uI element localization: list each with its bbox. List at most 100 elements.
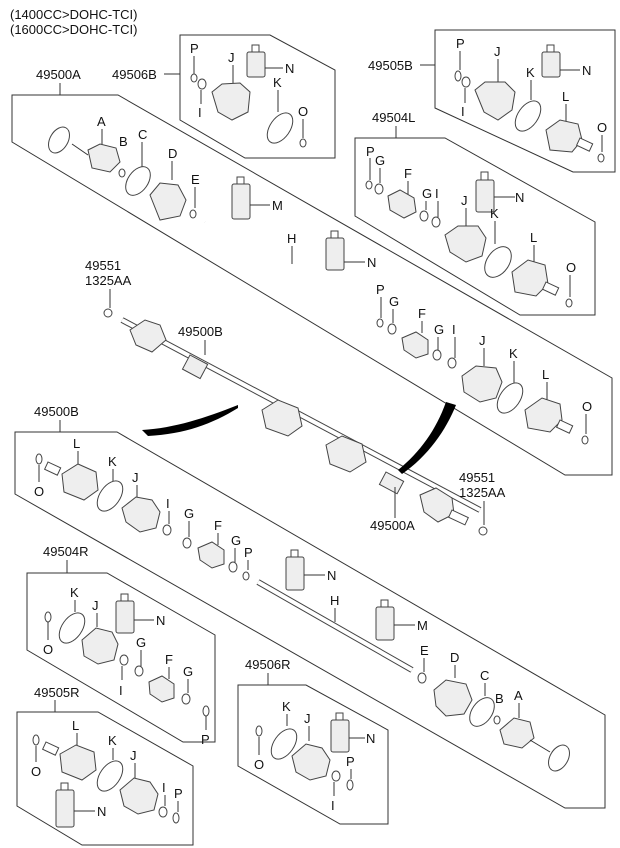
part-J-boot	[461, 365, 503, 403]
nut-part-no-bottom[interactable]: 49551	[459, 470, 495, 485]
part-J-boot	[291, 743, 331, 781]
part-C-band	[125, 166, 151, 196]
part-label-J: J	[132, 470, 139, 485]
assembled-drive-shaft[interactable]: 49551 1325AA 49500B 49500A 49551 1325AA	[85, 258, 506, 536]
part-label-D: D	[168, 146, 177, 161]
part-label-I: I	[166, 496, 170, 511]
part-label-H: H	[287, 231, 296, 246]
shaft-49500A-label[interactable]: 49500A	[370, 518, 415, 533]
part-label-O: O	[298, 104, 308, 119]
part-label-P: P	[376, 282, 385, 297]
shaft-a-damper	[378, 471, 405, 495]
kit-49506R-label[interactable]: 49506R	[245, 657, 291, 672]
part-label-M: M	[272, 198, 283, 213]
part-I-clamp	[197, 78, 207, 90]
kit-49500B-frame	[14, 431, 606, 809]
part-A-outer-joint	[499, 717, 535, 749]
part-N-grease	[285, 556, 305, 591]
part-label-K: K	[526, 65, 535, 80]
kit-49506B[interactable]: 49506B P I J N K O	[112, 34, 336, 159]
kit-49506B-label[interactable]: 49506B	[112, 67, 157, 82]
part-L-joint	[545, 119, 583, 153]
part-label-N: N	[285, 61, 294, 76]
kit-49504R-frame	[26, 572, 216, 743]
arrow-left-icon	[142, 405, 238, 436]
part-tone-ring	[48, 126, 70, 154]
shaft-b-inner-joint	[261, 399, 303, 437]
shaft-a-inner-joint	[325, 435, 367, 473]
part-N-grease	[115, 600, 135, 634]
part-label-C: C	[138, 127, 147, 142]
part-label-K: K	[282, 699, 291, 714]
part-label-I: I	[461, 104, 465, 119]
part-label-N: N	[327, 568, 336, 583]
part-label-J: J	[92, 598, 99, 613]
part-label-P: P	[366, 144, 375, 159]
part-F-damper	[148, 675, 175, 703]
kit-49506R[interactable]: 49506R O K J N P I	[237, 657, 389, 825]
part-label-K: K	[490, 206, 499, 221]
part-label-N: N	[366, 731, 375, 746]
part-J-boot	[474, 81, 516, 121]
kit-49504R-label[interactable]: 49504R	[43, 544, 89, 559]
part-J-boot	[444, 225, 487, 263]
part-P-ring	[190, 73, 198, 83]
part-label-O: O	[582, 399, 592, 414]
part-label-J: J	[479, 333, 486, 348]
kit-49505B-label[interactable]: 49505B	[368, 58, 413, 73]
part-K-band	[96, 760, 124, 792]
kit-49505R[interactable]: 49505R O L K J N I P	[16, 685, 194, 846]
part-L-joint	[524, 397, 563, 433]
part-K-band	[96, 480, 124, 512]
part-label-G: G	[375, 153, 385, 168]
part-label-G: G	[136, 635, 146, 650]
kit-49500A-upper[interactable]: 49500A A B C D E M H N	[11, 67, 613, 476]
part-label-G: G	[183, 664, 193, 679]
nut-part-suffix-bottom[interactable]: 1325AA	[459, 485, 506, 500]
part-K-band	[58, 612, 86, 644]
part-label-J: J	[494, 44, 501, 59]
part-label-I: I	[435, 186, 439, 201]
part-L-joint	[61, 463, 99, 501]
part-label-K: K	[108, 454, 117, 469]
kit-49500B-lower[interactable]: 49500B O L K J I G F G P N	[14, 404, 606, 809]
part-label-E: E	[420, 643, 429, 658]
nut-part-no-top[interactable]: 49551	[85, 258, 121, 273]
part-label-G: G	[184, 506, 194, 521]
part-label-K: K	[273, 75, 282, 90]
part-label-B: B	[119, 134, 128, 149]
part-label-F: F	[214, 518, 222, 533]
kit-49504L[interactable]: 49504L P G F G I J N K L O	[354, 110, 596, 316]
part-label-L: L	[530, 230, 537, 245]
kit-49504L-label[interactable]: 49504L	[372, 110, 415, 125]
part-L-joint	[511, 259, 549, 297]
shaft-49500B-label[interactable]: 49500B	[178, 324, 223, 339]
part-label-J: J	[130, 748, 137, 763]
part-N-grease	[541, 51, 561, 78]
part-tone-ring	[548, 744, 570, 772]
part-label-K: K	[70, 585, 79, 600]
part-label-I: I	[162, 780, 166, 795]
kit-49505R-label[interactable]: 49505R	[34, 685, 80, 700]
kit-49500A-frame	[11, 94, 613, 476]
kit-49504R[interactable]: 49504R O K J N I G F G P	[26, 544, 216, 747]
shaft-b-outer-joint	[129, 319, 167, 353]
part-label-N: N	[515, 190, 524, 205]
part-label-O: O	[31, 764, 41, 779]
part-label-C: C	[480, 668, 489, 683]
part-F-damper	[401, 331, 429, 359]
kit-49500B-label[interactable]: 49500B	[34, 404, 79, 419]
part-label-A: A	[514, 688, 523, 703]
part-label-F: F	[418, 306, 426, 321]
part-label-K: K	[108, 733, 117, 748]
part-D-boot	[149, 182, 187, 221]
part-C-band	[469, 697, 495, 727]
part-label-J: J	[304, 711, 311, 726]
engine-spec-line-2: (1600CC>DOHC-TCI)	[10, 22, 138, 37]
kit-49500A-label[interactable]: 49500A	[36, 67, 81, 82]
nut-part-suffix-top[interactable]: 1325AA	[85, 273, 132, 288]
kit-49505B[interactable]: 49505B P I J N K L O	[368, 29, 616, 173]
part-label-P: P	[201, 732, 210, 747]
part-label-G: G	[231, 533, 241, 548]
